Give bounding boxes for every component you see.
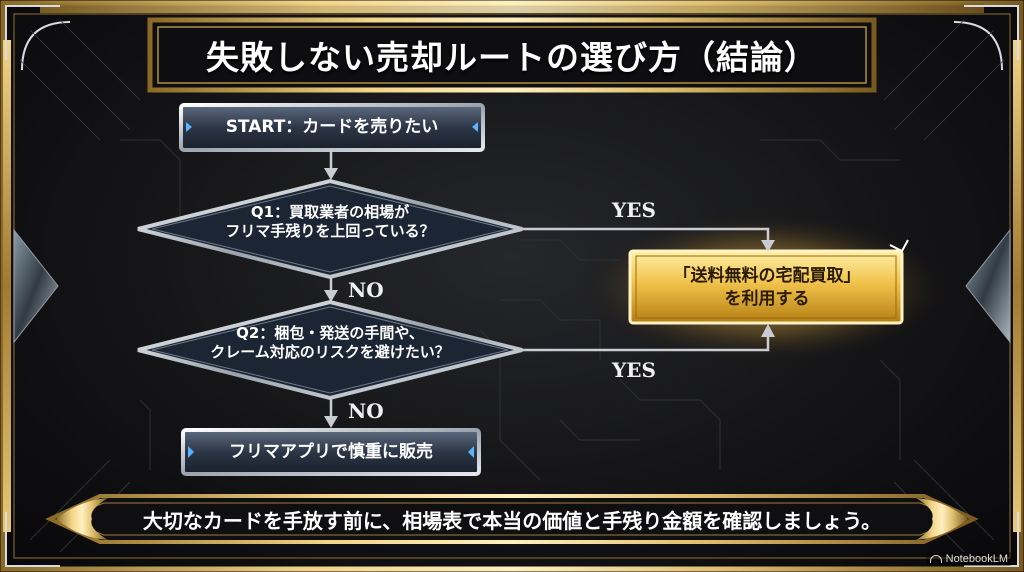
question-1: Q1：買取業者の相場が フリマ手残りを上回っている？: [180, 203, 480, 241]
question-2-line-2: クレーム対応のリスクを避けたい？: [210, 343, 450, 362]
notebooklm-icon: [929, 555, 942, 563]
question-1-line-2: フリマ手残りを上回っている？: [225, 222, 435, 241]
edge-label-no-2: NO: [348, 399, 384, 423]
question-2: Q2：梱包・発送の手間や、 クレーム対応のリスクを避けたい？: [180, 324, 480, 362]
result-line-1: 「送料無料の宅配買取」: [673, 266, 861, 287]
question-2-line-1: Q2：梱包・発送の手間や、: [236, 324, 424, 342]
start-node: START：カードを売りたい: [225, 117, 439, 137]
result-line-2: を利用する: [724, 289, 810, 309]
page-title: 失敗しない売却ルートの選び方（結論）: [206, 38, 818, 77]
edge-label-yes-1: YES: [612, 198, 656, 222]
fallback-node: フリマアプリで慎重に販売: [229, 442, 433, 462]
question-1-line-1: Q1：買取業者の相場が: [250, 203, 410, 221]
notebooklm-logo: NotebookLM: [925, 552, 1012, 566]
bottom-message: 大切なカードを手放す前に、相場表で本当の価値と手残り金額を確認しましょう。: [142, 508, 882, 533]
edge-label-yes-2: YES: [612, 358, 656, 382]
edge-label-no-1: NO: [348, 278, 384, 302]
branding-text: NotebookLM: [945, 553, 1008, 565]
result-node: 「送料無料の宅配買取」 を利用する: [636, 256, 898, 320]
